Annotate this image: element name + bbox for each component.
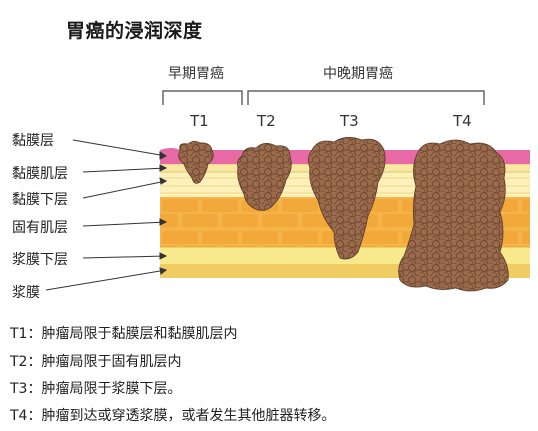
t2-label: T2: [257, 112, 276, 130]
mid-late-stage-bracket: [247, 90, 485, 105]
tumor-t4: [398, 139, 509, 292]
legend-t2: T2：肿瘤局限于固有肌层内: [10, 354, 182, 370]
tumor-t3: [308, 137, 386, 260]
layer-label-subserosa: 浆膜下层: [12, 252, 68, 268]
mid-late-stage-label: 中晚期胃癌: [323, 66, 393, 82]
tumors: [178, 137, 509, 292]
layer-label-muscularis-mucosae: 黏膜肌层: [12, 166, 68, 182]
layer-label-mucosa: 黏膜层: [12, 133, 54, 149]
layer-label-muscularis-propria: 固有肌层: [12, 220, 68, 236]
tumor-t2: [237, 143, 292, 211]
layer-pointers: [45, 139, 168, 291]
early-stage-bracket: [162, 90, 243, 105]
legend-t1: T1：肿瘤局限于黏膜层和黏膜肌层内: [10, 326, 238, 342]
tumor-t1: [178, 140, 214, 184]
t3-label: T3: [340, 112, 359, 130]
layer-label-serosa: 浆膜: [12, 285, 40, 301]
page-title: 胃癌的浸润深度: [66, 20, 203, 42]
legend-t3: T3：肿瘤局限于浆膜下层。: [10, 381, 182, 397]
legend-t4: T4：肿瘤到达或穿透浆膜，或者发生其他脏器转移。: [10, 408, 336, 424]
early-stage-label: 早期胃癌: [168, 66, 224, 82]
t4-label: T4: [453, 112, 472, 130]
t1-label: T1: [190, 112, 209, 130]
layer-label-submucosa: 黏膜下层: [12, 192, 68, 208]
